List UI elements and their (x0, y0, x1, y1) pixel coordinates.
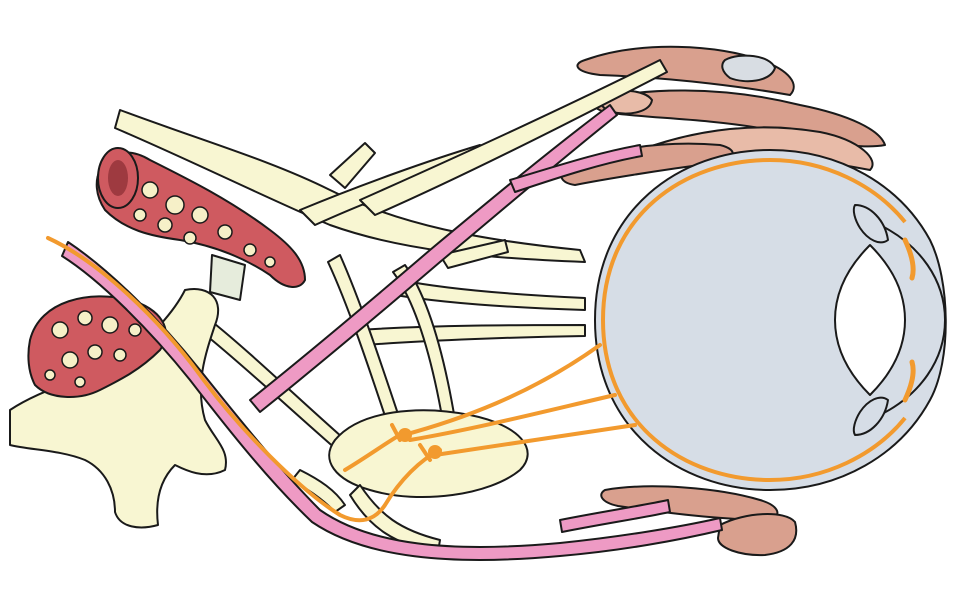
nerve-long-top (359, 59, 668, 216)
iris-fiber-bottom (902, 359, 916, 403)
nerve-side-branch (439, 239, 509, 269)
pink-nerve-branch (509, 144, 643, 193)
lens (834, 244, 906, 396)
orange-autonomic-fibers (46, 236, 637, 523)
eyeball (594, 149, 947, 491)
ganglion-cell-stem-2 (418, 443, 432, 462)
orange-fiber-main (46, 236, 442, 523)
pink-nerve (61, 104, 723, 561)
ciliary-body-top (852, 204, 889, 244)
orange-fiber-to-eye-1 (398, 343, 602, 438)
tendon-superior (721, 54, 776, 83)
pink-nerve-main (61, 241, 723, 561)
plexus-vessel-lumen (108, 160, 128, 196)
nerve-trunk-main (114, 109, 586, 263)
ganglion-cell-1 (398, 428, 412, 442)
ciliary-body-bottom (852, 396, 889, 436)
small-stalk (209, 254, 246, 301)
orange-fiber-to-eye-2 (408, 393, 617, 442)
plexus-web-pattern (44, 181, 276, 388)
cornea (879, 224, 946, 416)
nerve-stub-top (329, 142, 376, 189)
nerve-mid-branch (394, 279, 586, 311)
choroid-orange-fiber (601, 157, 907, 483)
muscle-inferior-belly (717, 513, 798, 557)
nerve-lower-branch (359, 324, 586, 346)
vascular-plexus (27, 147, 306, 398)
iris-fiber-top (902, 237, 916, 281)
ganglion-cell-2 (428, 445, 442, 459)
orange-fiber-to-eye-3 (433, 423, 637, 457)
ganglion-cell-stem-1 (390, 423, 402, 442)
pink-nerve-lower-branch (559, 499, 671, 533)
muscle-inferior-group (600, 485, 798, 557)
